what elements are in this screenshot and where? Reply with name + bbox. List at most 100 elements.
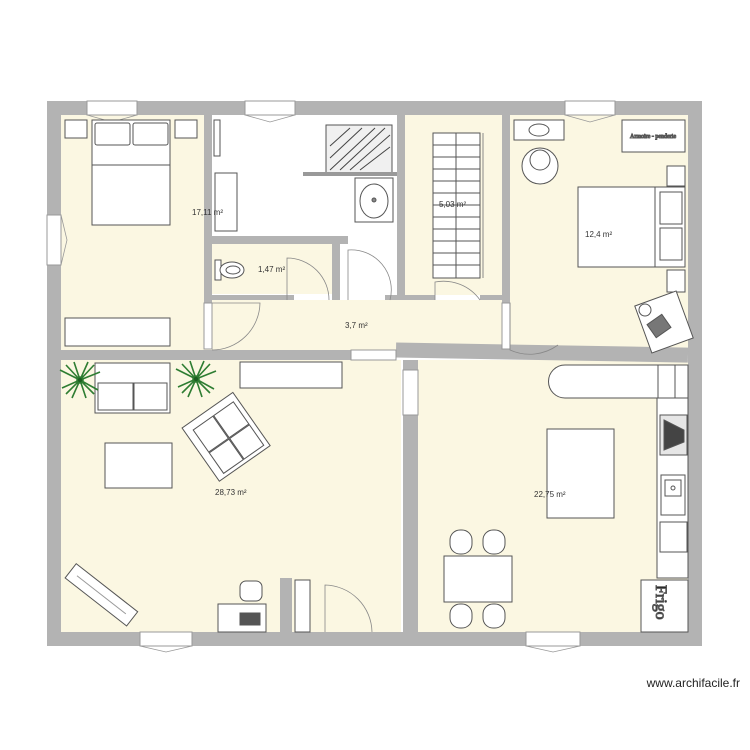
window-bottom-1	[139, 631, 193, 647]
window-bottom-2	[525, 631, 581, 647]
sink-drain	[670, 485, 676, 491]
plant-2-icon	[175, 360, 217, 398]
window-sill-bottom-2	[525, 645, 581, 653]
toilet	[214, 259, 245, 281]
bed-2-pillow-bottom	[659, 227, 683, 261]
office-chair	[239, 580, 263, 602]
nightstand-left	[64, 119, 88, 139]
round-table-inner	[529, 149, 551, 171]
armchair-seat-4	[229, 424, 265, 460]
window-top-1	[86, 100, 138, 116]
window-kitchen-wall	[402, 369, 419, 416]
nightstand-2	[666, 269, 686, 293]
bedroom-1-furniture	[64, 119, 198, 347]
armchair-seat-2	[212, 401, 250, 439]
wall-living-kitchen	[403, 360, 418, 632]
wall-wc-top	[212, 236, 348, 244]
kitchen-furniture: Frigo	[443, 364, 689, 633]
shower	[325, 124, 393, 176]
nightstand-right	[174, 119, 198, 139]
pillow-left	[94, 122, 131, 146]
window-sill-top-3	[564, 114, 616, 123]
pillow-right	[132, 122, 169, 146]
window-mid-1	[350, 349, 397, 361]
piano-keys	[76, 575, 127, 615]
door-entrance[interactable]	[324, 584, 373, 633]
area-living: 28,73 m²	[215, 488, 247, 497]
area-wc: 1,47 m²	[258, 265, 285, 274]
area-kitchen: 22,75 m²	[534, 490, 566, 499]
plant-2-leaves	[175, 360, 217, 398]
wall-inner-v3	[502, 115, 510, 303]
staircase	[432, 132, 484, 279]
shower-tiles-icon	[329, 127, 391, 171]
piano	[64, 563, 139, 627]
armchair-seat-3	[208, 438, 244, 475]
plant-1-leaves	[59, 361, 101, 399]
kitchen-island	[546, 428, 615, 519]
wall-top	[47, 101, 702, 115]
coffee-table	[104, 442, 173, 489]
watermark: www.archifacile.fr	[646, 676, 740, 690]
wardrobe	[621, 119, 686, 153]
door-bedroom-2[interactable]	[509, 303, 559, 355]
window-hall-2	[501, 302, 511, 350]
window-left-1	[46, 214, 62, 266]
wardrobe-label: Armoire - penderie	[630, 134, 676, 140]
bath-cabinet	[214, 172, 238, 232]
plant-2-center	[192, 375, 200, 383]
door-bathroom[interactable]	[347, 249, 392, 301]
wall-right	[688, 101, 702, 646]
basin-drain	[371, 197, 377, 203]
plants	[59, 360, 217, 399]
wall-hall-top-1	[204, 295, 294, 300]
wall-living-stub	[280, 578, 292, 632]
wall-inner-v1	[204, 115, 212, 303]
wall-inner-v2	[397, 115, 405, 300]
wall-hall-top-2	[385, 295, 435, 300]
area-bedroom-2: 12,4 m²	[585, 230, 612, 239]
wall-wc-right	[332, 244, 340, 300]
desk-chair	[638, 303, 652, 317]
tv-cabinet	[239, 361, 343, 389]
wall-mid-1	[61, 350, 351, 360]
dishwasher	[659, 521, 688, 553]
side-table	[666, 165, 686, 187]
windows	[46, 100, 616, 647]
armchair-seat-1	[192, 415, 230, 453]
bedroom-2-furniture: Armoire - penderie	[513, 119, 694, 354]
chair-1	[449, 529, 473, 555]
window-sill-top-2	[244, 114, 296, 123]
laptop-icon	[646, 313, 672, 339]
counter-curved	[548, 364, 689, 399]
area-stairs: 5,03 m²	[439, 200, 466, 209]
fridge-label: Frigo	[652, 585, 669, 620]
area-bedroom-1: 17,11 m²	[192, 208, 223, 217]
door-bedroom-1[interactable]	[211, 302, 261, 351]
living-room-furniture	[64, 361, 343, 633]
door-stairs[interactable]	[434, 280, 481, 301]
area-hallway: 3,7 m²	[345, 321, 368, 330]
bed-2-pillow-top	[659, 191, 683, 225]
window-sill-bottom-1	[139, 645, 193, 653]
door-wc[interactable]	[286, 257, 330, 301]
window-sill-left	[60, 214, 68, 266]
bathroom-furniture	[213, 119, 397, 232]
chair-4	[482, 603, 506, 629]
plant-1-icon	[59, 361, 101, 399]
armchair-sofa	[181, 391, 271, 482]
chair-2	[482, 529, 506, 555]
plant-1-center	[76, 376, 84, 384]
cabinet-living	[294, 579, 311, 633]
window-top-2	[244, 100, 296, 116]
toilet-seat	[225, 265, 241, 275]
shower-screen	[303, 172, 397, 176]
room-labels: 17,11 m² 1,47 m² 5,03 m² 12,4 m² 3,7 m² …	[192, 200, 612, 499]
wall-left	[47, 101, 61, 646]
sofa-seat-right	[133, 382, 168, 411]
towel-rail	[213, 119, 221, 157]
floor-hallway	[204, 300, 510, 350]
dining-table	[443, 555, 513, 603]
keyboard-icon	[239, 612, 261, 626]
